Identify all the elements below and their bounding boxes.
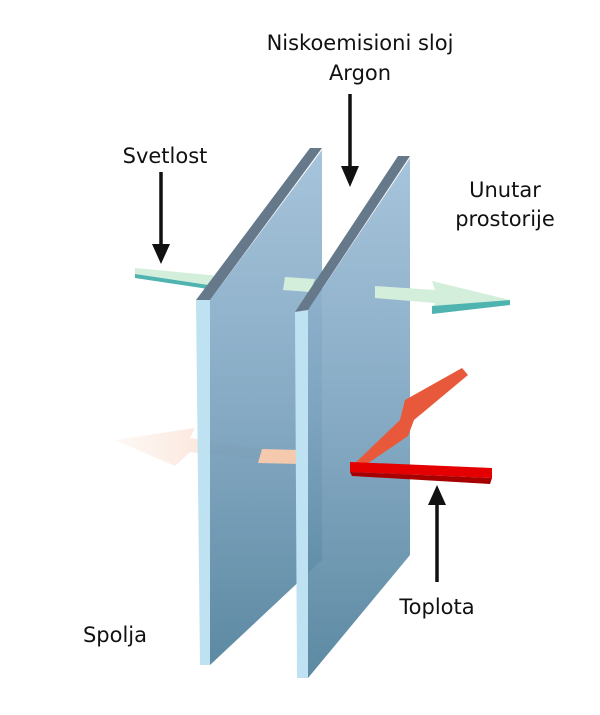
heat-bar-edge (350, 472, 492, 484)
light-pointer-arrow (152, 172, 170, 264)
light-ray-band-mid (283, 277, 315, 292)
heat-label: Toplota (399, 595, 475, 619)
argon-pointer-arrow (341, 94, 359, 187)
heat-mid-band (258, 449, 300, 464)
heat-reflect-arrow (350, 368, 468, 470)
outside-label: Spolja (82, 623, 148, 647)
light-ray-edge (135, 274, 215, 290)
argon-label: Argon (328, 61, 392, 85)
inside-label-line2: prostorije (455, 207, 555, 231)
heat-pointer-arrow (428, 485, 446, 582)
inside-label-line1: Unutar (469, 178, 541, 202)
light-ray-arrow-edge (432, 300, 510, 314)
light-label: Svetlost (122, 144, 208, 168)
heat-bar (350, 462, 492, 478)
low-e-label: Niskoemisioni sloj (266, 31, 454, 55)
